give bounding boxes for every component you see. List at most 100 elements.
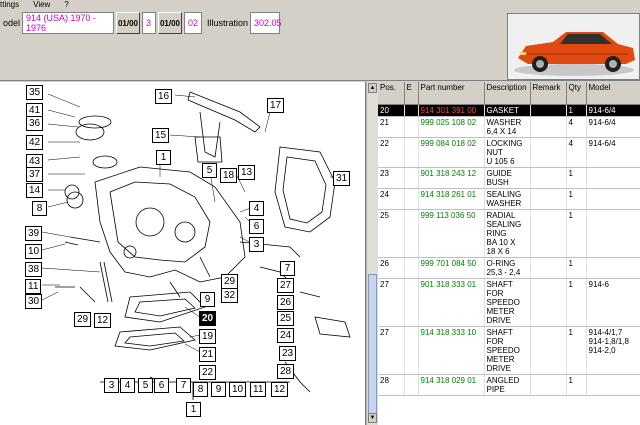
callout-12-left[interactable]: 12 — [94, 313, 112, 328]
parts-table-pane: Pos. E Part number Description Remark Qt… — [378, 82, 640, 425]
callout-9-mid[interactable]: 9 — [200, 292, 215, 307]
column-header-part-number[interactable]: Part number — [418, 82, 485, 105]
sub-group-button[interactable]: 01/00 — [158, 12, 182, 34]
cell-part-number: 999 084 018 02 — [418, 137, 485, 168]
cell-remark — [530, 188, 567, 210]
callout-10-bottom[interactable]: 10 — [229, 382, 247, 397]
toolbar: odel 914 (USA) 1970 - 1976 01/00 3 01/00… — [0, 9, 640, 81]
callout-20-selected[interactable]: 20 — [199, 311, 217, 326]
callout-38[interactable]: 38 — [25, 262, 43, 277]
callout-9-bottom[interactable]: 9 — [211, 382, 226, 397]
scroll-down-arrow-icon[interactable]: ▼ — [368, 413, 377, 423]
sub-group-field[interactable]: 02 — [184, 12, 202, 34]
callout-25[interactable]: 25 — [277, 311, 295, 326]
model-field[interactable]: 914 (USA) 1970 - 1976 — [22, 12, 114, 34]
cell-part-number: 914 318 029 01 — [418, 374, 485, 396]
cell-description: LOCKING NUT U 105 6 — [484, 137, 531, 168]
callout-28[interactable]: 28 — [277, 364, 295, 379]
callout-32[interactable]: 32 — [221, 288, 239, 303]
column-header-model[interactable]: Model — [586, 82, 640, 105]
callout-12-bottom[interactable]: 12 — [271, 382, 289, 397]
callout-15[interactable]: 15 — [152, 128, 170, 143]
diagram-scrollbar[interactable]: ▲ ▼ — [366, 82, 378, 425]
callout-6-bottom[interactable]: 6 — [154, 378, 169, 393]
callout-14[interactable]: 14 — [26, 183, 44, 198]
callout-5-mid[interactable]: 5 — [202, 163, 217, 178]
column-header-qty[interactable]: Qty — [566, 82, 587, 105]
callout-23[interactable]: 23 — [279, 346, 297, 361]
callout-1-top[interactable]: 1 — [156, 150, 171, 165]
callout-35[interactable]: 35 — [26, 85, 44, 100]
cell-qty: 1 — [566, 209, 587, 258]
cell-part-number: 914 318 261 01 — [418, 188, 485, 210]
callout-6-mid[interactable]: 6 — [249, 219, 264, 234]
callout-7-right[interactable]: 7 — [280, 261, 295, 276]
callout-16[interactable]: 16 — [155, 89, 173, 104]
callout-4-bottom[interactable]: 4 — [120, 378, 135, 393]
cell-e — [404, 188, 419, 210]
callout-43[interactable]: 43 — [26, 154, 44, 169]
cell-description: SHAFT FOR SPEEDO METER DRIVE — [484, 278, 531, 327]
callout-19[interactable]: 19 — [199, 329, 217, 344]
callout-36[interactable]: 36 — [26, 116, 44, 131]
scroll-up-arrow-icon[interactable]: ▲ — [368, 83, 377, 93]
callout-1-bottom[interactable]: 1 — [186, 402, 201, 417]
callout-3-bottom[interactable]: 3 — [104, 378, 119, 393]
column-header-pos[interactable]: Pos. — [378, 82, 405, 105]
illustration-field[interactable]: 302.05 — [250, 12, 282, 34]
callout-24[interactable]: 24 — [277, 328, 295, 343]
callout-8-left[interactable]: 8 — [32, 201, 47, 216]
cell-pos: 23 — [378, 167, 405, 189]
cell-pos: 22 — [378, 137, 405, 168]
callout-39[interactable]: 39 — [25, 226, 43, 241]
callout-31[interactable]: 31 — [333, 171, 351, 186]
callout-5-bottom[interactable]: 5 — [138, 378, 153, 393]
callout-7-bottom[interactable]: 7 — [176, 378, 191, 393]
main-group-button[interactable]: 01/00 — [116, 12, 140, 34]
callout-17[interactable]: 17 — [267, 98, 285, 113]
callout-13[interactable]: 13 — [238, 165, 256, 180]
callout-18[interactable]: 18 — [220, 168, 238, 183]
menu-settings[interactable]: ttings — [0, 0, 20, 9]
menu-view[interactable]: View — [33, 0, 51, 9]
cell-remark — [530, 278, 567, 327]
callout-11-left[interactable]: 11 — [25, 279, 42, 294]
column-header-remark[interactable]: Remark — [530, 82, 567, 105]
callout-11-bottom[interactable]: 11 — [250, 382, 267, 397]
exploded-parts-diagram[interactable]: 16 17 35 41 36 42 43 15 1 37 5 18 13 31 … — [0, 82, 366, 425]
scrollbar-thumb[interactable] — [368, 274, 377, 414]
cell-qty: 1 — [566, 167, 587, 189]
callout-8-bottom[interactable]: 8 — [193, 382, 208, 397]
callout-3-mid[interactable]: 3 — [249, 237, 264, 252]
main-group-field[interactable]: 3 — [142, 12, 156, 34]
callout-42[interactable]: 42 — [26, 135, 44, 150]
cell-model — [586, 209, 640, 258]
callout-26[interactable]: 26 — [277, 295, 295, 310]
callout-37[interactable]: 37 — [26, 167, 44, 182]
menu-help[interactable]: ? — [64, 0, 69, 9]
callout-21[interactable]: 21 — [199, 347, 217, 362]
callout-4-mid[interactable]: 4 — [249, 201, 264, 216]
column-header-e[interactable]: E — [404, 82, 419, 105]
column-header-description[interactable]: Description — [484, 82, 531, 105]
callout-30[interactable]: 30 — [25, 294, 43, 309]
cell-e — [404, 326, 419, 375]
callout-29-mid[interactable]: 29 — [221, 274, 239, 289]
callout-29-left[interactable]: 29 — [74, 312, 92, 327]
callout-10-left[interactable]: 10 — [25, 244, 43, 259]
cell-pos: 28 — [378, 374, 405, 396]
callout-27[interactable]: 27 — [277, 278, 295, 293]
cell-qty: 1 — [566, 104, 587, 117]
callout-22[interactable]: 22 — [199, 365, 217, 380]
cell-description: RADIAL SEALING RING BA 10 X 18 X 6 — [484, 209, 531, 258]
